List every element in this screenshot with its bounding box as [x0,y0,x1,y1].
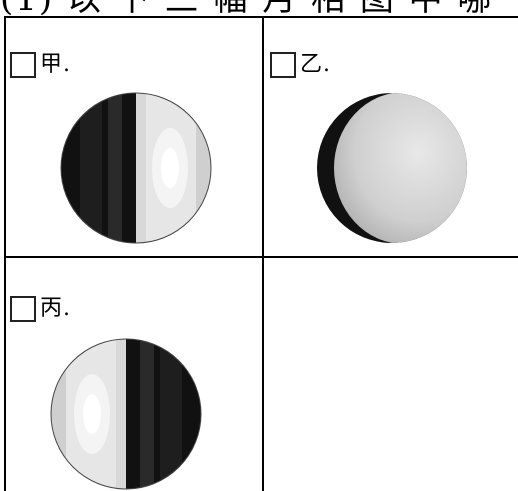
moon-phase-yi-image [316,92,468,244]
option-jia[interactable]: 甲. [10,52,71,78]
option-jia-checkbox[interactable] [10,52,36,78]
empty-cell [264,258,518,491]
question-stem: (1) 以 下 三 幅 月 相 图 中 哪 一 幅 是 上 弦 月 [0,0,518,16]
table-left-border [4,16,6,491]
option-bing[interactable]: 丙. [10,296,71,322]
option-yi[interactable]: 乙. [270,52,331,78]
moon-phase-bing-image [50,338,202,490]
table-top-border [4,16,518,18]
option-bing-label: 丙. [40,297,71,321]
option-yi-checkbox[interactable] [270,52,296,78]
option-jia-label: 甲. [40,53,71,77]
moon-phase-jia-image [60,92,212,244]
option-bing-checkbox[interactable] [10,296,36,322]
option-yi-label: 乙. [300,53,331,77]
